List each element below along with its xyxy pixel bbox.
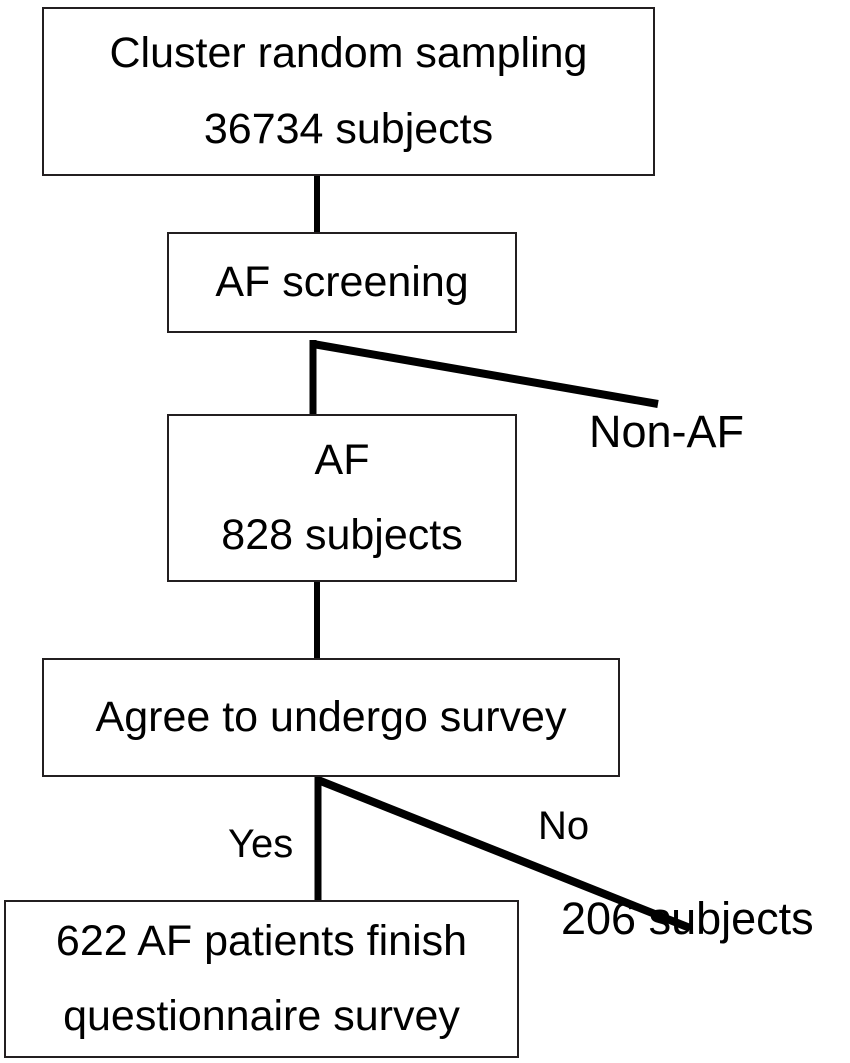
- branch-label-excluded-subjects: 206 subjects: [561, 893, 814, 944]
- node-finish-questionnaire-line-2: questionnaire survey: [63, 992, 460, 1040]
- node-cluster-random-sampling: Cluster random sampling 36734 subjects: [42, 7, 655, 176]
- branch-label-yes: Yes: [228, 822, 294, 866]
- node-af-group: AF 828 subjects: [167, 414, 517, 582]
- node-cluster-sampling-line-2: 36734 subjects: [203, 104, 494, 153]
- node-cluster-sampling-line-1: Cluster random sampling: [109, 29, 588, 78]
- node-af-group-line-1: AF: [314, 435, 370, 484]
- node-finish-questionnaire-survey: 622 AF patients finish questionnaire sur…: [4, 900, 519, 1058]
- branch-label-non-af: Non-AF: [589, 406, 745, 457]
- connector-screening-to-non-af: [312, 340, 659, 408]
- node-finish-questionnaire-line-1: 622 AF patients finish: [55, 916, 468, 965]
- node-agree-to-undergo-survey: Agree to undergo survey: [42, 658, 620, 777]
- node-agree-survey-line-1: Agree to undergo survey: [95, 692, 567, 741]
- node-af-screening: AF screening: [167, 232, 517, 333]
- node-af-group-line-2: 828 subjects: [221, 511, 463, 559]
- branch-label-no: No: [538, 804, 590, 848]
- node-af-screening-line-1: AF screening: [215, 257, 469, 306]
